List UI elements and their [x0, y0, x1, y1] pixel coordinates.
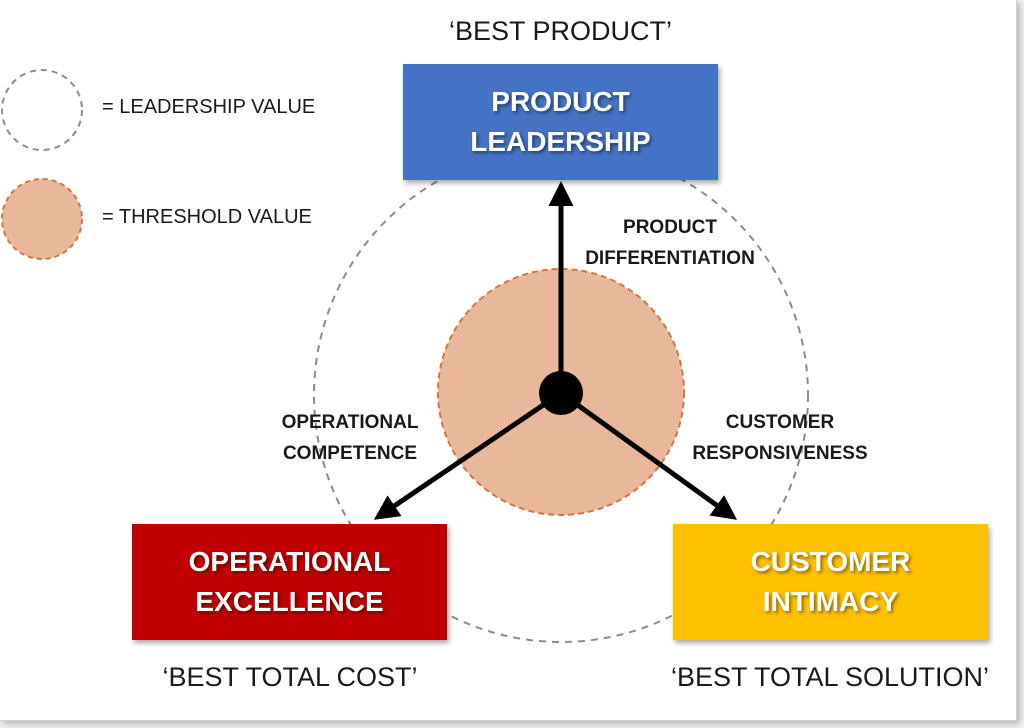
operational-excellence-tagline: ‘BEST TOTAL COST’	[162, 662, 418, 692]
product-leadership-line1: PRODUCT	[491, 86, 630, 117]
product-leadership-line2: LEADERSHIP	[470, 126, 651, 157]
arrow-to-operational-excellence	[373, 390, 563, 520]
axis-label-product-line1: PRODUCT	[623, 217, 717, 238]
legend-threshold-swatch	[1, 178, 83, 260]
center-node	[539, 371, 583, 415]
product-leadership-tagline: ‘BEST PRODUCT’	[448, 16, 673, 46]
customer-intimacy-box: CUSTOMER INTIMACY	[673, 524, 988, 640]
legend-leadership-swatch	[1, 69, 83, 151]
axis-label-operational-line2: COMPETENCE	[282, 443, 418, 464]
customer-intimacy-line2: INTIMACY	[762, 586, 899, 617]
axis-label-operational-competence: OPERATIONAL COMPETENCE	[240, 407, 460, 469]
arrow-to-customer-intimacy	[559, 390, 738, 520]
operational-excellence-box: OPERATIONAL EXCELLENCE	[132, 524, 447, 640]
product-leadership-box: PRODUCT LEADERSHIP	[403, 64, 718, 180]
legend-leadership-label: = LEADERSHIP VALUE	[102, 96, 316, 118]
axis-label-customer-line1: CUSTOMER	[725, 412, 835, 433]
axis-label-product-line2: DIFFERENTIATION	[585, 248, 755, 269]
operational-excellence-line1: OPERATIONAL	[188, 546, 391, 577]
axis-label-product-differentiation: PRODUCT DIFFERENTIATION	[560, 212, 780, 274]
axis-label-operational-line1: OPERATIONAL	[281, 412, 419, 433]
axis-label-customer-responsiveness: CUSTOMER RESPONSIVENESS	[670, 407, 890, 469]
operational-excellence-line2: EXCELLENCE	[195, 586, 384, 617]
axis-label-customer-line2: RESPONSIVENESS	[692, 443, 868, 464]
customer-intimacy-tagline: ‘BEST TOTAL SOLUTION’	[670, 662, 990, 692]
customer-intimacy-line1: CUSTOMER	[750, 546, 911, 577]
legend-threshold-label: = THRESHOLD VALUE	[102, 206, 312, 228]
